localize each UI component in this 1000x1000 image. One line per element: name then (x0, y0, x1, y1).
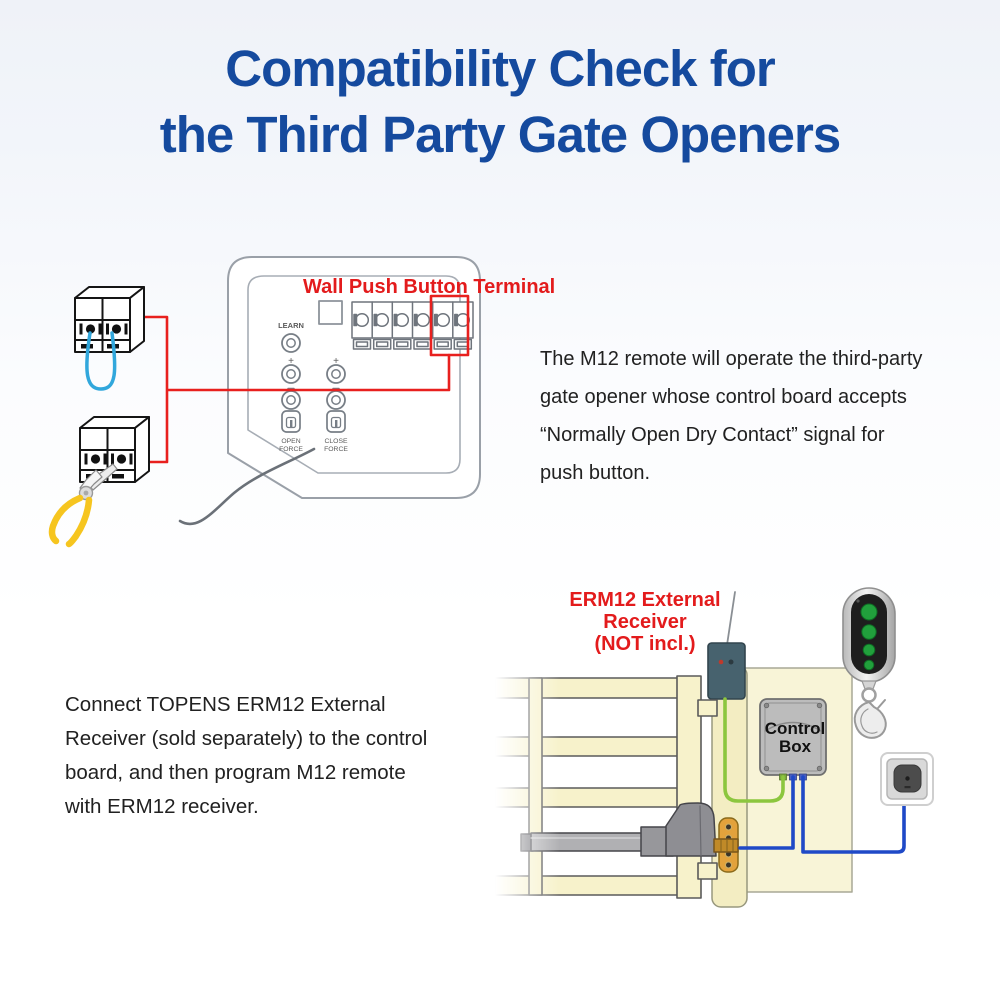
erm12-receiver-label: ERM12 External Receiver (NOT incl.) (550, 589, 740, 655)
close-force-label2: FORCE (324, 446, 348, 453)
open-force-label2: FORCE (279, 446, 303, 453)
remote-button-3 (862, 643, 876, 657)
close-force-label: CLOSE (324, 438, 348, 445)
main-title: Compatibility Check for the Third Party … (0, 36, 1000, 168)
learn-button: LEARN (278, 321, 304, 353)
control-board-diagram: LEARN + + OPEN FORCE CLOSE (48, 256, 481, 548)
remote-button-1 (860, 603, 878, 621)
board-square-component (318, 300, 343, 325)
power-outlet-icon (880, 752, 934, 806)
remote-button-4 (863, 659, 875, 671)
control-box-label: Control Box (757, 720, 833, 756)
terminal-strip (351, 301, 474, 350)
blue-wire-actuator (738, 775, 795, 850)
main-title-line2: the Third Party Gate Openers (159, 106, 842, 163)
erm12-receiver-label-line1: ERM12 External (569, 589, 721, 611)
jumper-wire (85, 331, 117, 391)
wall-push-button-terminal-label: Wall Push Button Terminal (303, 276, 556, 298)
m12-compatibility-paragraph: The M12 remote will operate the third-pa… (540, 348, 923, 484)
svg-text:LEARN: LEARN (278, 321, 304, 330)
open-force-label: OPEN (281, 438, 300, 445)
control-board-panel (247, 275, 461, 474)
open-force-lock-icon (281, 410, 301, 433)
red-wire (142, 315, 451, 464)
svg-text:+: + (288, 356, 294, 367)
blue-wire-outlet (801, 775, 906, 854)
gate-actuator (520, 802, 739, 857)
push-button-block-top (74, 286, 145, 353)
erm12-receiver-label-line3: (NOT incl.) (594, 633, 696, 655)
push-button-block-bottom (79, 416, 150, 483)
svg-text:+: + (333, 356, 339, 367)
connect-receiver-paragraph: Connect TOPENS ERM12 External Receiver (… (65, 693, 428, 818)
control-box-label-line2: Box (778, 737, 812, 756)
gate (494, 675, 718, 899)
green-wire (723, 697, 785, 803)
pliers-icon (48, 463, 118, 548)
remote-button-2 (861, 624, 877, 640)
gray-wire (178, 447, 316, 526)
gate-opener-diagram (494, 587, 934, 908)
erm12-receiver-label-line2: Receiver (603, 611, 687, 633)
remote-icon (842, 587, 896, 739)
control-box-label-line1: Control (764, 719, 826, 738)
main-title-line1: Compatibility Check for (225, 40, 775, 97)
close-force-lock-icon (326, 410, 346, 433)
